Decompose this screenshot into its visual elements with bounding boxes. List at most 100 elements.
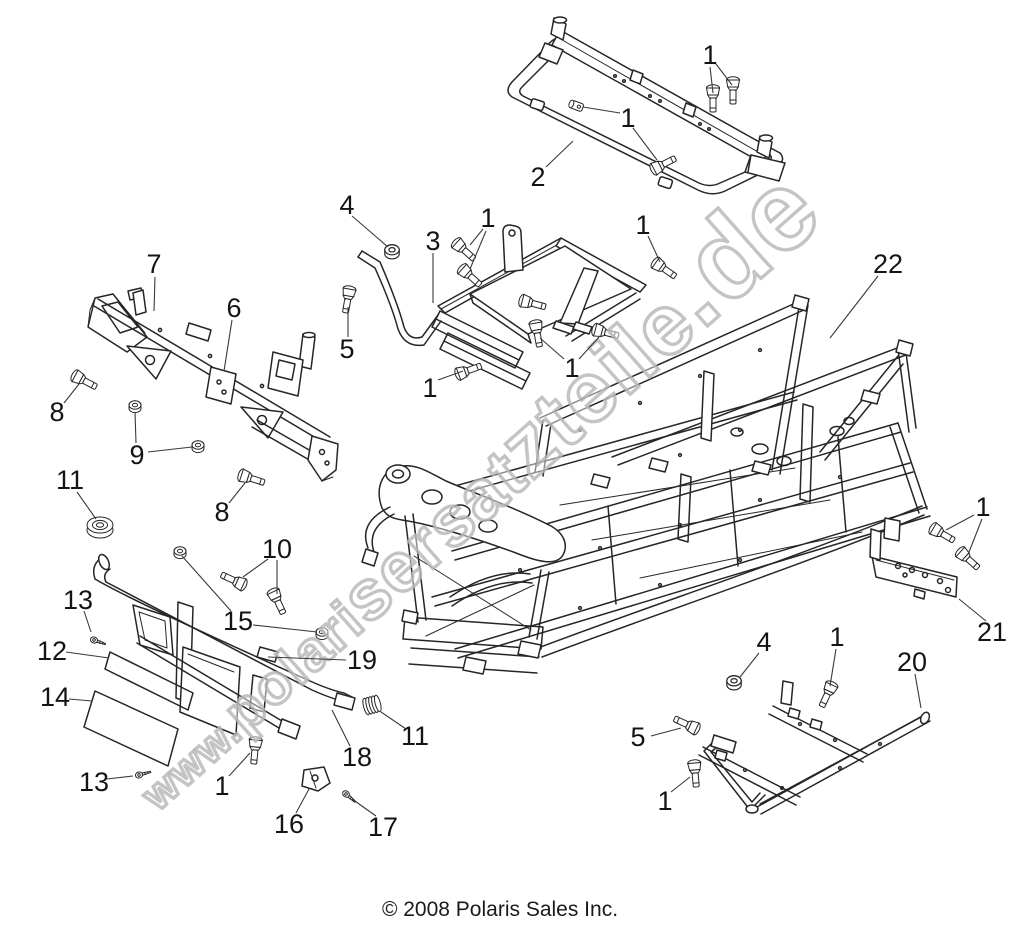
leader-line bbox=[739, 652, 760, 678]
bolt-icon bbox=[455, 261, 485, 291]
part-callout-4: 4 bbox=[756, 627, 771, 657]
part-21-mount-bracket bbox=[869, 517, 958, 600]
part-callout-11: 11 bbox=[56, 465, 84, 495]
part-callout-8: 8 bbox=[49, 397, 64, 427]
leader-line bbox=[829, 275, 879, 339]
part-callout-21: 21 bbox=[977, 617, 1007, 647]
part-callout-12: 12 bbox=[37, 636, 67, 666]
part-callout-5: 5 bbox=[630, 722, 645, 752]
leader-lines bbox=[63, 63, 987, 817]
part-callout-8: 8 bbox=[214, 497, 229, 527]
bolt-icon bbox=[68, 368, 100, 394]
part-callout-1: 1 bbox=[480, 203, 495, 233]
bolt-icon bbox=[671, 712, 703, 737]
part-callout-13: 13 bbox=[63, 585, 93, 615]
part-18-front-bumper bbox=[92, 553, 356, 740]
copyright-text: © 2008 Polaris Sales Inc. bbox=[382, 898, 618, 921]
leader-line bbox=[829, 648, 837, 687]
bolt-icon bbox=[686, 758, 704, 789]
bolt-icon bbox=[235, 467, 267, 490]
part-callout-18: 18 bbox=[342, 742, 372, 772]
bolt-icon bbox=[815, 678, 840, 710]
part-callout-7: 7 bbox=[146, 249, 161, 279]
part-callout-6: 6 bbox=[226, 293, 241, 323]
part-callout-9: 9 bbox=[129, 440, 144, 470]
leader-line bbox=[968, 518, 983, 553]
leader-line bbox=[331, 709, 351, 747]
part-callout-1: 1 bbox=[422, 373, 437, 403]
part-callout-2: 2 bbox=[530, 162, 545, 192]
spring-icon bbox=[360, 694, 384, 716]
part-callout-5: 5 bbox=[339, 334, 354, 364]
watermark: www.polarisersatzteile.de bbox=[90, 142, 845, 831]
screw-icon bbox=[89, 635, 107, 648]
leader-line bbox=[295, 788, 310, 814]
part-16-bracket bbox=[301, 766, 331, 792]
bolt-icon bbox=[218, 568, 250, 593]
part-22-main-frame bbox=[361, 294, 931, 675]
leader-line bbox=[945, 514, 975, 531]
leader-line bbox=[709, 66, 714, 94]
nut-icon bbox=[726, 675, 742, 691]
part-callout-17: 17 bbox=[368, 812, 398, 842]
bumper-bracket-19 bbox=[256, 646, 279, 663]
part-callout-10: 10 bbox=[262, 534, 292, 564]
part-callout-3: 3 bbox=[425, 226, 440, 256]
part-callout-22: 22 bbox=[873, 249, 903, 279]
part-callout-1: 1 bbox=[214, 771, 229, 801]
part-2-rack-frame bbox=[507, 16, 786, 195]
leader-line bbox=[958, 598, 987, 622]
part-callout-11: 11 bbox=[401, 721, 429, 751]
part-callout-4: 4 bbox=[339, 190, 354, 220]
leader-line bbox=[539, 337, 565, 360]
leader-line bbox=[351, 798, 377, 817]
leader-line bbox=[65, 651, 110, 659]
leader-line bbox=[437, 370, 464, 381]
nut-icon bbox=[128, 400, 142, 414]
leader-line bbox=[647, 235, 661, 263]
leader-line bbox=[670, 776, 691, 793]
part-14-grille-screen-lower bbox=[83, 690, 179, 767]
part-20-rear-support-frame bbox=[698, 680, 931, 815]
part-callout-1: 1 bbox=[564, 353, 579, 383]
leader-line bbox=[380, 711, 407, 730]
leader-line bbox=[63, 383, 80, 404]
leader-line bbox=[582, 106, 621, 114]
part-12-grille-screen-upper bbox=[104, 651, 194, 711]
watermark-text: www.polarisersatzteile.de bbox=[90, 144, 843, 831]
part-callout-19: 19 bbox=[347, 645, 377, 675]
leader-line bbox=[76, 491, 97, 520]
part-callout-14: 14 bbox=[40, 682, 70, 712]
part-callout-1: 1 bbox=[635, 210, 650, 240]
leader-line bbox=[267, 656, 347, 661]
part-callout-20: 20 bbox=[897, 647, 927, 677]
leader-line bbox=[228, 752, 251, 777]
leader-line bbox=[147, 446, 193, 453]
leader-line bbox=[252, 624, 318, 633]
nut-icon bbox=[191, 440, 205, 454]
screw-icon bbox=[340, 788, 358, 805]
leader-line bbox=[223, 319, 233, 372]
leader-line bbox=[914, 673, 922, 709]
part-7-6-front-frame-support bbox=[87, 287, 339, 482]
nut-icon bbox=[173, 546, 187, 560]
drawing-layer bbox=[83, 16, 958, 815]
leader-line bbox=[68, 698, 93, 702]
bolt-icon bbox=[926, 520, 958, 547]
bolt-icon bbox=[265, 585, 290, 617]
part-callout-15: 15 bbox=[223, 606, 253, 636]
leader-line bbox=[83, 610, 92, 633]
part-callout-1: 1 bbox=[657, 786, 672, 816]
leader-line bbox=[106, 775, 134, 780]
leader-line bbox=[578, 335, 601, 360]
leader-line bbox=[545, 140, 574, 168]
leader-line bbox=[351, 215, 389, 248]
part-3-seat-support bbox=[357, 224, 647, 390]
leader-line bbox=[469, 230, 487, 270]
bolt-icon bbox=[953, 544, 983, 574]
leader-line bbox=[715, 63, 733, 86]
part-callout-1: 1 bbox=[620, 103, 635, 133]
bushing-icon bbox=[86, 516, 114, 539]
nut-icon bbox=[384, 244, 400, 260]
